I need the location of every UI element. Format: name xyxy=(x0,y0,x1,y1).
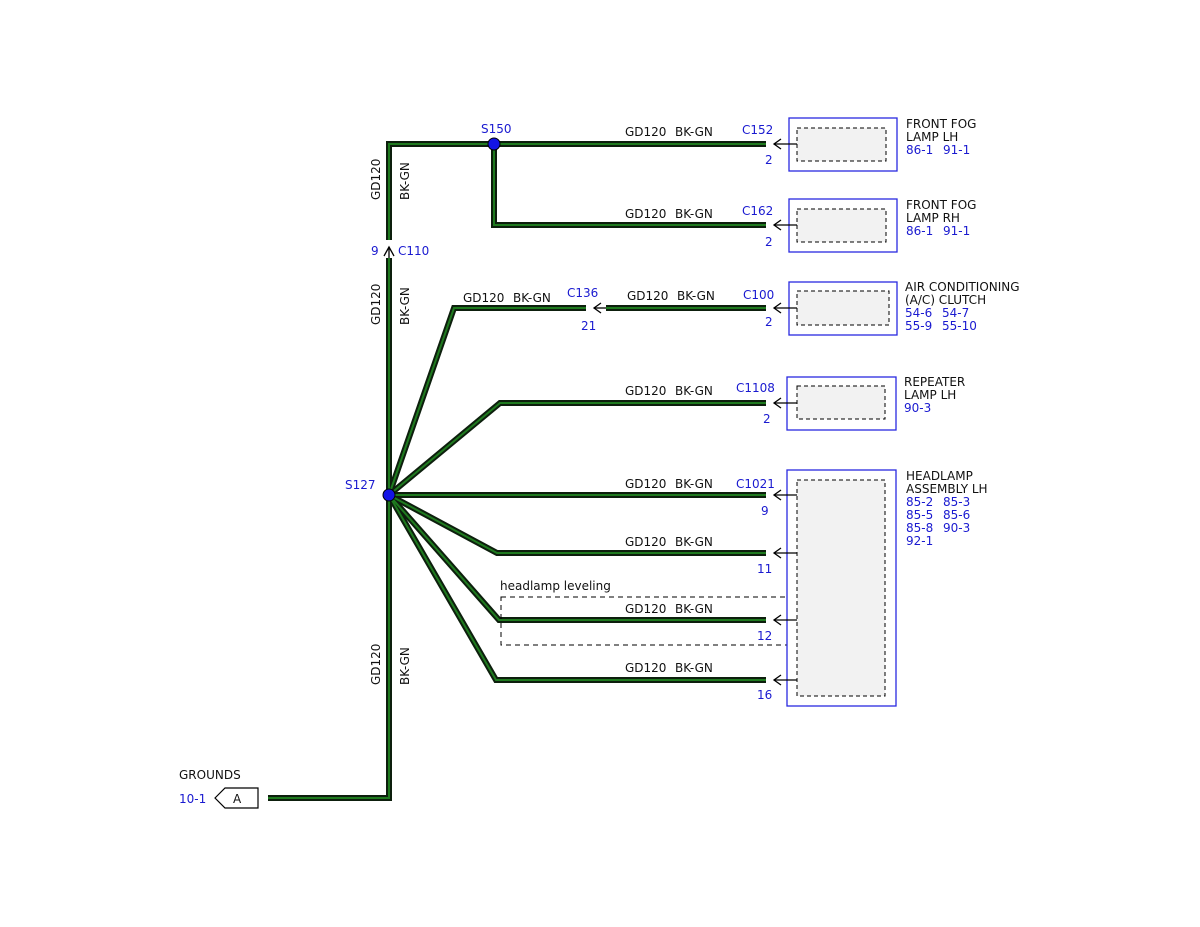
headlamp-ref: 90-3 xyxy=(943,521,970,535)
c1021-pin-label: 9 xyxy=(761,504,769,518)
component-ac-clutch: C100 2 AIR CONDITIONING (A/C) CLUTCH 54-… xyxy=(743,280,1020,336)
headlamp-ref: 85-5 xyxy=(906,508,933,522)
repeater-ref: 90-3 xyxy=(904,401,931,415)
ac-name-line1: AIR CONDITIONING xyxy=(905,280,1020,294)
c1021-name-label: C1021 xyxy=(736,477,775,491)
wire-color-label: BK-GN xyxy=(675,384,713,398)
ac-name-line2: (A/C) CLUTCH xyxy=(905,293,986,307)
wire-circuit-label: GD120 xyxy=(369,644,383,685)
wire-color-label: BK-GN xyxy=(675,477,713,491)
repeater-name-line1: REPEATER xyxy=(904,375,965,389)
fog-lh-name-line1: FRONT FOG xyxy=(906,117,976,131)
wire-color-label: BK-GN xyxy=(675,661,713,675)
wire-color-label: BK-GN xyxy=(675,602,713,616)
ac-ref: 55-9 xyxy=(905,319,932,333)
c1021-pin-label: 12 xyxy=(757,629,772,643)
c1108-name-label: C1108 xyxy=(736,381,775,395)
wire-circuit-label: GD120 xyxy=(463,291,504,305)
wire-circuit-label: GD120 xyxy=(625,207,666,221)
wire-circuit-label: GD120 xyxy=(625,602,666,616)
wire-circuit-label: GD120 xyxy=(625,125,666,139)
wire-color-label: BK-GN xyxy=(398,287,412,325)
splice-s150-dot xyxy=(487,137,501,151)
ground-tag-letter: A xyxy=(233,792,242,806)
c1021-pin-label: 16 xyxy=(757,688,772,702)
horizontal-wire-labels: GD120 BK-GN GD120 BK-GN GD120 BK-GN GD12… xyxy=(463,125,715,675)
component-headlamp-assembly-lh: C1021 9 11 12 16 HEADLAMP ASSEMBLY LH 85… xyxy=(736,469,988,707)
ac-ref: 55-10 xyxy=(942,319,977,333)
splice-s127-dot xyxy=(382,488,396,502)
wire-circuit-label: GD120 xyxy=(627,289,668,303)
headlamp-leveling-label: headlamp leveling xyxy=(500,579,611,593)
component-front-fog-lamp-rh: C162 2 FRONT FOG LAMP RH 86-1 91-1 xyxy=(742,198,976,253)
fog-rh-name-line1: FRONT FOG xyxy=(906,198,976,212)
c110-name-label: C110 xyxy=(398,244,429,258)
grounds-label: GROUNDS xyxy=(179,768,241,782)
wire-circuit-label: GD120 xyxy=(625,535,666,549)
splice-s150-label: S150 xyxy=(481,122,512,136)
headlamp-name-line1: HEADLAMP xyxy=(906,469,973,483)
splice-s127-label: S127 xyxy=(345,478,376,492)
wire-color-label: BK-GN xyxy=(675,207,713,221)
component-front-fog-lamp-lh: C152 2 FRONT FOG LAMP LH 86-1 91-1 xyxy=(742,117,976,172)
grounds-ref-link[interactable]: 10-1 xyxy=(179,792,206,806)
fog-lh-ref: 91-1 xyxy=(943,143,970,157)
wire-circuit-label: GD120 xyxy=(625,477,666,491)
ac-ref: 54-6 xyxy=(905,306,932,320)
c1108-pin-label: 2 xyxy=(763,412,771,426)
c1021-pin-arrows xyxy=(772,489,797,686)
fog-rh-ref: 91-1 xyxy=(943,224,970,238)
fog-lh-ref: 86-1 xyxy=(906,143,933,157)
headlamp-ref: 85-2 xyxy=(906,495,933,509)
c152-pin-label: 2 xyxy=(765,153,773,167)
ac-ref: 54-7 xyxy=(942,306,969,320)
fog-lh-name-line2: LAMP LH xyxy=(906,130,958,144)
headlamp-name-line2: ASSEMBLY LH xyxy=(906,482,988,496)
fog-rh-ref: 86-1 xyxy=(906,224,933,238)
vertical-wire-labels: GD120 BK-GN GD120 BK-GN GD120 BK-GN xyxy=(369,159,412,685)
wire-color-label: BK-GN xyxy=(675,125,713,139)
wire-inner-layer xyxy=(268,143,766,799)
fog-rh-name-line2: LAMP RH xyxy=(906,211,960,225)
c100-pin-label: 2 xyxy=(765,315,773,329)
c110-pin-label: 9 xyxy=(371,244,379,258)
wires xyxy=(268,141,766,801)
c100-name-label: C100 xyxy=(743,288,774,302)
repeater-name-line2: LAMP LH xyxy=(904,388,956,402)
c162-name-label: C162 xyxy=(742,204,773,218)
grounds-reference: GROUNDS 10-1 A xyxy=(179,768,259,809)
c1021-pin-label: 11 xyxy=(757,562,772,576)
component-repeater-lamp-lh: C1108 2 REPEATER LAMP LH 90-3 xyxy=(736,375,965,431)
headlamp-ref: 85-3 xyxy=(943,495,970,509)
wire-color-label: BK-GN xyxy=(398,647,412,685)
wire-circuit-label: GD120 xyxy=(625,661,666,675)
wire-color-label: BK-GN xyxy=(398,162,412,200)
wire-color-label: BK-GN xyxy=(677,289,715,303)
headlamp-ref: 92-1 xyxy=(906,534,933,548)
inline-connector-c136: C136 21 xyxy=(567,286,606,333)
c162-pin-label: 2 xyxy=(765,235,773,249)
wire-circuit-label: GD120 xyxy=(625,384,666,398)
c136-pin-label: 21 xyxy=(581,319,596,333)
wire-color-label: BK-GN xyxy=(513,291,551,305)
wire-color-label: BK-GN xyxy=(675,535,713,549)
wire-circuit-label: GD120 xyxy=(369,159,383,200)
inline-connector-c110: 9 C110 xyxy=(371,242,429,258)
headlamp-ref: 85-8 xyxy=(906,521,933,535)
c152-name-label: C152 xyxy=(742,123,773,137)
wire-circuit-label: GD120 xyxy=(369,284,383,325)
wire-outer-layer xyxy=(268,141,766,801)
ground-tag-icon xyxy=(214,787,259,809)
headlamp-ref: 85-6 xyxy=(943,508,970,522)
c136-name-label: C136 xyxy=(567,286,598,300)
